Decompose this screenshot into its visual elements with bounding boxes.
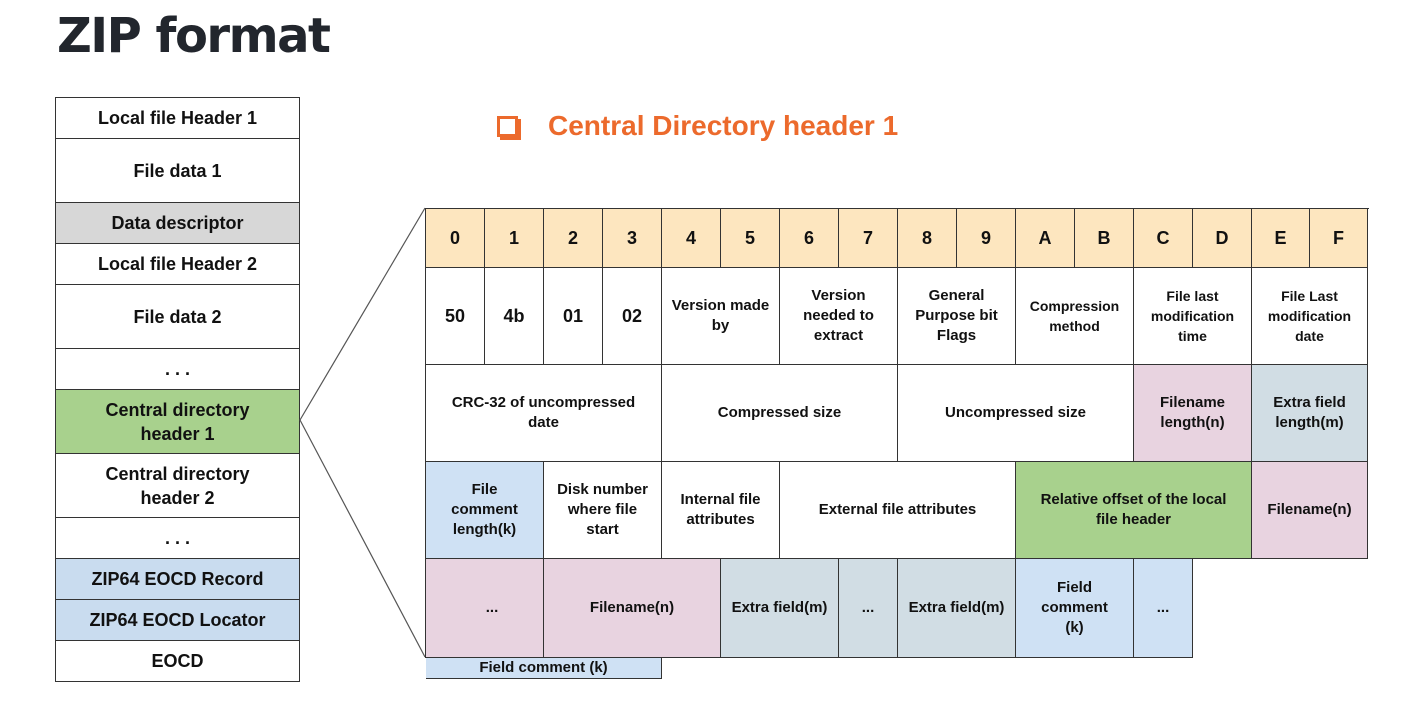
offset-header-cell: 2 — [544, 209, 603, 268]
signature-byte-cell: 01 — [544, 268, 603, 365]
filename-cell: Filename(n) — [1252, 462, 1368, 559]
offset-header-cell: 6 — [780, 209, 839, 268]
file-last-modification-time-cell: File last modification time — [1134, 268, 1252, 365]
section-heading-text: Central Directory header 1 — [548, 110, 899, 141]
stack-central-directory-header-1: Central directory header 1 — [55, 389, 300, 454]
compression-method-cell: Compression method — [1016, 268, 1134, 365]
general-purpose-flags-cell: General Purpose bit Flags — [898, 268, 1016, 365]
checkbox-bullet-icon — [497, 115, 518, 137]
field-comment-ellipsis-cell: ... — [1134, 559, 1193, 658]
extra-field-cell: Extra field(m) — [721, 559, 839, 658]
central-directory-header-table: 0 1 2 3 4 5 6 7 8 9 A B C D E F 50 4b 01… — [425, 208, 1369, 679]
external-file-attributes-cell: External file attributes — [780, 462, 1016, 559]
stack-file-data-1: File data 1 — [55, 138, 300, 203]
offset-header-cell: E — [1252, 209, 1310, 268]
stack-zip64-eocd-record: ZIP64 EOCD Record — [55, 558, 300, 600]
field-comment-cell: Field comment (k) — [1016, 559, 1134, 658]
offset-header-cell: F — [1310, 209, 1368, 268]
stack-ellipsis-2: . . . — [55, 517, 300, 559]
filename-ellipsis-cell: ... — [426, 559, 544, 658]
offset-header-cell: 7 — [839, 209, 898, 268]
offset-header-cell: 0 — [426, 209, 485, 268]
offset-header-cell: 5 — [721, 209, 780, 268]
version-made-by-cell: Version made by — [662, 268, 780, 365]
page-title: ZIP format — [57, 8, 331, 64]
field-comment-continued-cell: Field comment (k) — [426, 658, 662, 679]
file-last-modification-date-cell: File Last modification date — [1252, 268, 1368, 365]
offset-header-cell: 9 — [957, 209, 1016, 268]
extra-field-continued-cell: Extra field(m) — [898, 559, 1016, 658]
disk-number-start-cell: Disk number where file start — [544, 462, 662, 559]
internal-file-attributes-cell: Internal file attributes — [662, 462, 780, 559]
extra-field-ellipsis-cell: ... — [839, 559, 898, 658]
relative-offset-cell: Relative offset of the local file header — [1016, 462, 1252, 559]
uncompressed-size-cell: Uncompressed size — [898, 365, 1134, 462]
offset-header-cell: 8 — [898, 209, 957, 268]
stack-central-directory-header-2: Central directory header 2 — [55, 453, 300, 518]
offset-header-cell: D — [1193, 209, 1252, 268]
stack-ellipsis-1: . . . — [55, 348, 300, 390]
stack-local-file-header-2: Local file Header 2 — [55, 243, 300, 285]
offset-header-cell: B — [1075, 209, 1134, 268]
crc32-cell: CRC-32 of uncompressed date — [426, 365, 662, 462]
filename-length-cell: Filename length(n) — [1134, 365, 1252, 462]
signature-byte-cell: 4b — [485, 268, 544, 365]
offset-header-cell: 3 — [603, 209, 662, 268]
stack-eocd: EOCD — [55, 640, 300, 682]
stack-zip64-eocd-locator: ZIP64 EOCD Locator — [55, 599, 300, 641]
signature-byte-cell: 02 — [603, 268, 662, 365]
stack-file-data-2: File data 2 — [55, 284, 300, 349]
offset-header-cell: A — [1016, 209, 1075, 268]
stack-local-file-header-1: Local file Header 1 — [55, 97, 300, 139]
signature-byte-cell: 50 — [426, 268, 485, 365]
file-comment-length-cell: File comment length(k) — [426, 462, 544, 559]
section-heading: Central Directory header 1 — [497, 110, 898, 142]
offset-header-cell: 4 — [662, 209, 721, 268]
offset-header-cell: 1 — [485, 209, 544, 268]
zip-structure-stack: Local file Header 1 File data 1 Data des… — [55, 97, 300, 682]
extra-field-length-cell: Extra field length(m) — [1252, 365, 1368, 462]
offset-header-cell: C — [1134, 209, 1193, 268]
version-needed-cell: Version needed to extract — [780, 268, 898, 365]
compressed-size-cell: Compressed size — [662, 365, 898, 462]
stack-data-descriptor: Data descriptor — [55, 202, 300, 244]
filename-continued-cell: Filename(n) — [544, 559, 721, 658]
